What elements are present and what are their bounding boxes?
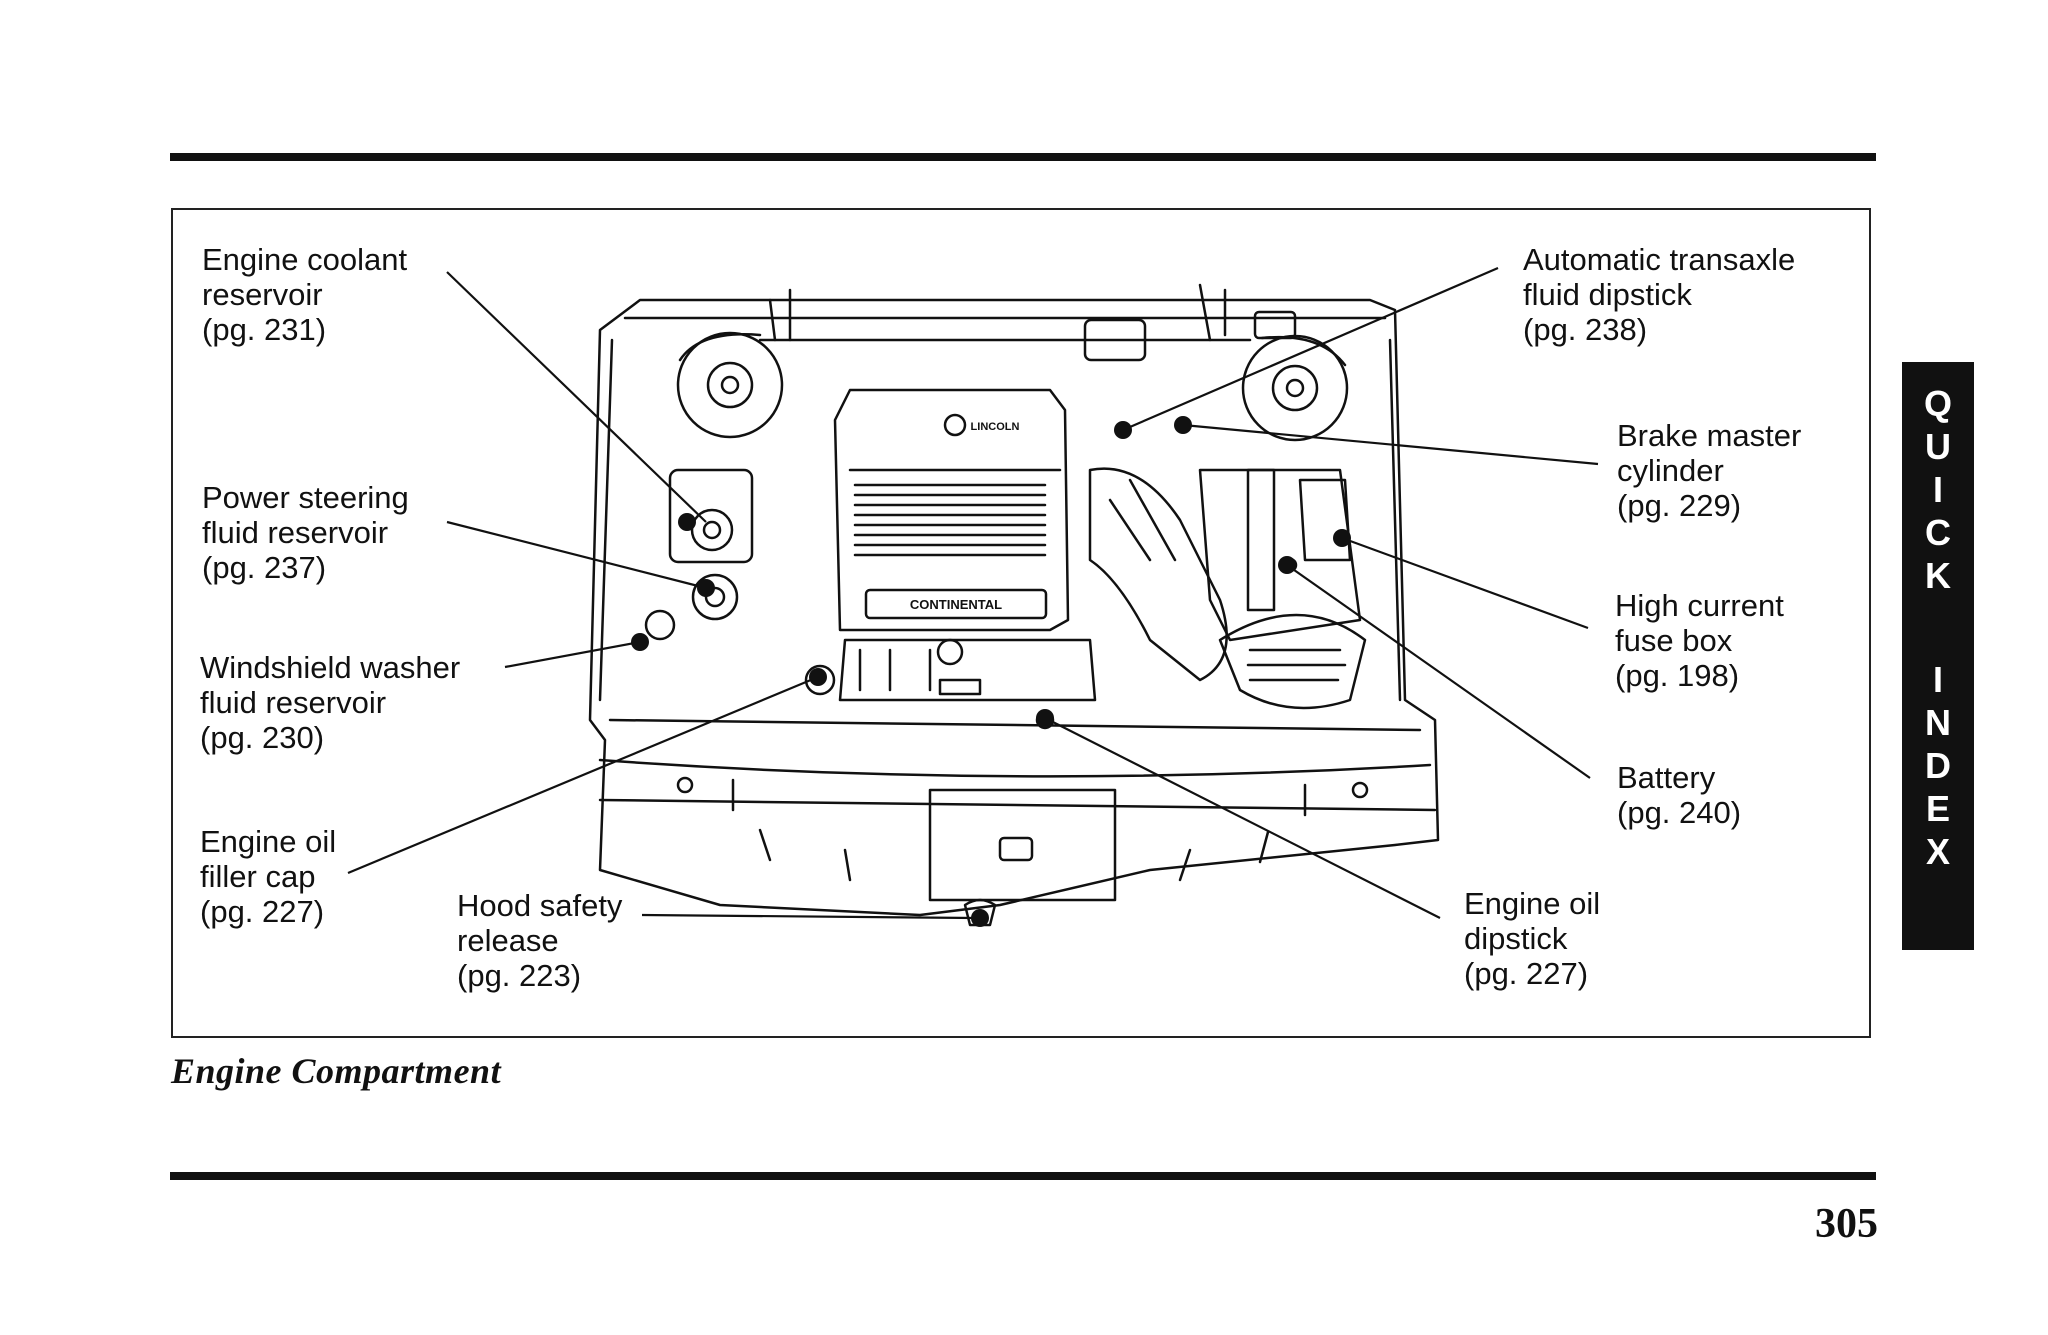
label-line: (pg. 230) [200, 720, 325, 755]
tab-letter: E [1925, 788, 1950, 829]
callout-dots [631, 416, 1351, 927]
label-line: cylinder [1617, 453, 1724, 488]
label-line: Engine oil [1464, 886, 1601, 921]
leader-lines [347, 266, 1599, 920]
label-line: (pg. 227) [200, 894, 325, 929]
tab-letter: I [1932, 659, 1943, 700]
tab-letter: C [1925, 512, 1951, 553]
tab-letter: U [1925, 426, 1951, 467]
tab-letter: N [1925, 702, 1951, 743]
top-rule [170, 153, 1876, 161]
label-line: (pg. 237) [202, 550, 327, 585]
tab-letter: K [1925, 555, 1951, 596]
tab-letter: D [1925, 745, 1951, 786]
label-line: (pg. 198) [1615, 658, 1740, 693]
label-line: High current [1615, 588, 1784, 623]
label-line: Power steering [202, 480, 409, 515]
label-line: Hood safety [457, 888, 623, 923]
label-line: dipstick [1464, 921, 1568, 956]
label-line: release [457, 923, 559, 958]
quick-index-tab[interactable]: Q U I C K I N D E X [1902, 362, 1974, 950]
label-hood-release: Hood safety release (pg. 223) [457, 888, 622, 993]
label-line: Engine coolant [202, 242, 408, 277]
label-line: (pg. 223) [457, 958, 582, 993]
tab-letter: Q [1923, 383, 1952, 424]
label-line: fuse box [1615, 623, 1733, 658]
label-oil-dipstick: Engine oil dipstick (pg. 227) [1464, 886, 1600, 991]
label-line: Brake master [1617, 418, 1802, 453]
bottom-rule [170, 1172, 1876, 1180]
label-line: Automatic transaxle [1523, 242, 1796, 277]
label-washer: Windshield washer fluid reservoir (pg. 2… [200, 650, 460, 755]
tab-letter: I [1932, 469, 1943, 510]
label-transaxle: Automatic transaxle fluid dipstick (pg. … [1523, 242, 1795, 347]
label-battery: Battery (pg. 240) [1617, 760, 1741, 830]
model-badge: CONTINENTAL [910, 597, 1002, 612]
label-line: (pg. 227) [1464, 956, 1589, 991]
label-fuse-box: High current fuse box (pg. 198) [1615, 588, 1784, 693]
label-line: (pg. 240) [1617, 795, 1742, 830]
engine-illustration [588, 283, 1440, 927]
tab-letter: X [1925, 831, 1950, 872]
label-line: reservoir [202, 277, 323, 312]
label-line: fluid reservoir [202, 515, 389, 550]
label-oil-cap: Engine oil filler cap (pg. 227) [200, 824, 336, 929]
label-line: (pg. 238) [1523, 312, 1648, 347]
label-line: Engine oil [200, 824, 337, 859]
figure-caption: Engine Compartment [171, 1051, 502, 1091]
label-line: fluid reservoir [200, 685, 387, 720]
label-brake: Brake master cylinder (pg. 229) [1617, 418, 1801, 523]
label-engine-coolant: Engine coolant reservoir (pg. 231) [202, 242, 407, 347]
label-line: filler cap [200, 859, 316, 894]
label-line: Windshield washer [200, 650, 461, 685]
figure-frame [171, 208, 1871, 1038]
label-line: Battery [1617, 760, 1716, 795]
label-power-steering: Power steering fluid reservoir (pg. 237) [202, 480, 409, 585]
brand-badge: LINCOLN [971, 421, 1020, 433]
page-number: 305 [1815, 1201, 1878, 1247]
label-line: (pg. 231) [202, 312, 327, 347]
label-line: fluid dipstick [1523, 277, 1692, 312]
label-line: (pg. 229) [1617, 488, 1742, 523]
